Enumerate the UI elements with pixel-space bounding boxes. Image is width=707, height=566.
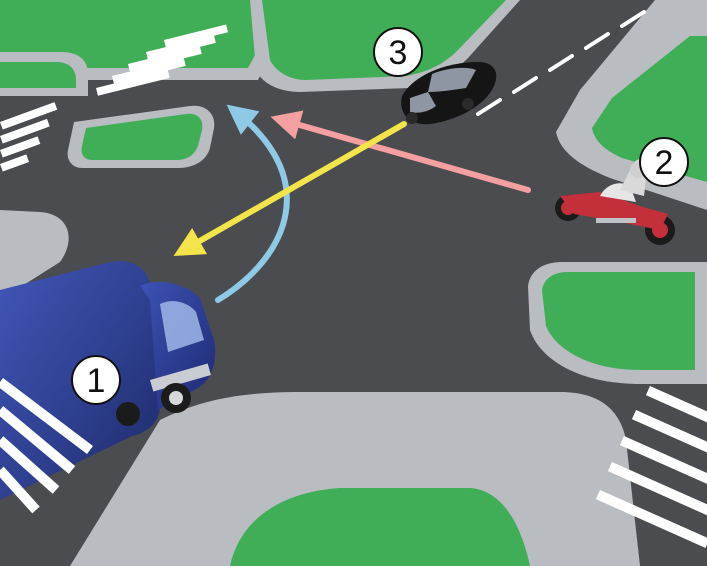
truck-wheel	[116, 402, 140, 426]
car-path-arrow	[173, 121, 407, 256]
badge-vehicle-1: 1	[71, 355, 121, 405]
sidewalk-left-lower	[0, 210, 69, 300]
motorcycle-path-arrow	[270, 110, 531, 193]
grass-bottom	[230, 488, 530, 566]
grass-top-left	[0, 0, 285, 68]
truck-stripe	[0, 466, 40, 514]
truck-stripe	[0, 436, 60, 494]
motorcycle-body	[560, 192, 668, 230]
truck-path-arrow	[215, 104, 290, 303]
car-rear-window	[428, 67, 476, 92]
crosswalk-top-left	[0, 102, 58, 172]
car-wheel	[462, 98, 474, 110]
badge-vehicle-2-label: 2	[655, 144, 674, 182]
car-windshield	[410, 92, 436, 113]
crosswalk-top	[96, 24, 229, 96]
traffic-island-grass-left	[81, 113, 203, 160]
grass-right-middle	[542, 272, 695, 370]
badge-vehicle-2: 2	[639, 137, 689, 187]
motorcycle-exhaust	[596, 218, 636, 223]
badge-vehicle-3-label: 3	[389, 34, 408, 72]
block-top-left	[0, 0, 300, 168]
truck-stripe	[0, 378, 94, 454]
block-bottom	[70, 392, 640, 566]
truck-stripe	[0, 406, 76, 474]
grass-left-corner	[0, 62, 76, 88]
truck-windshield	[160, 301, 204, 352]
truck-hubcap	[169, 391, 183, 405]
crosswalk-bottom-right	[595, 386, 707, 548]
badge-vehicle-1-label: 1	[87, 362, 106, 400]
car-wheel	[406, 112, 418, 124]
motorcycle	[555, 158, 675, 245]
block-right-middle	[528, 262, 707, 384]
badge-vehicle-3: 3	[373, 27, 423, 77]
truck-bumper	[150, 363, 211, 392]
car	[401, 62, 497, 125]
lane-markings	[476, 10, 646, 116]
